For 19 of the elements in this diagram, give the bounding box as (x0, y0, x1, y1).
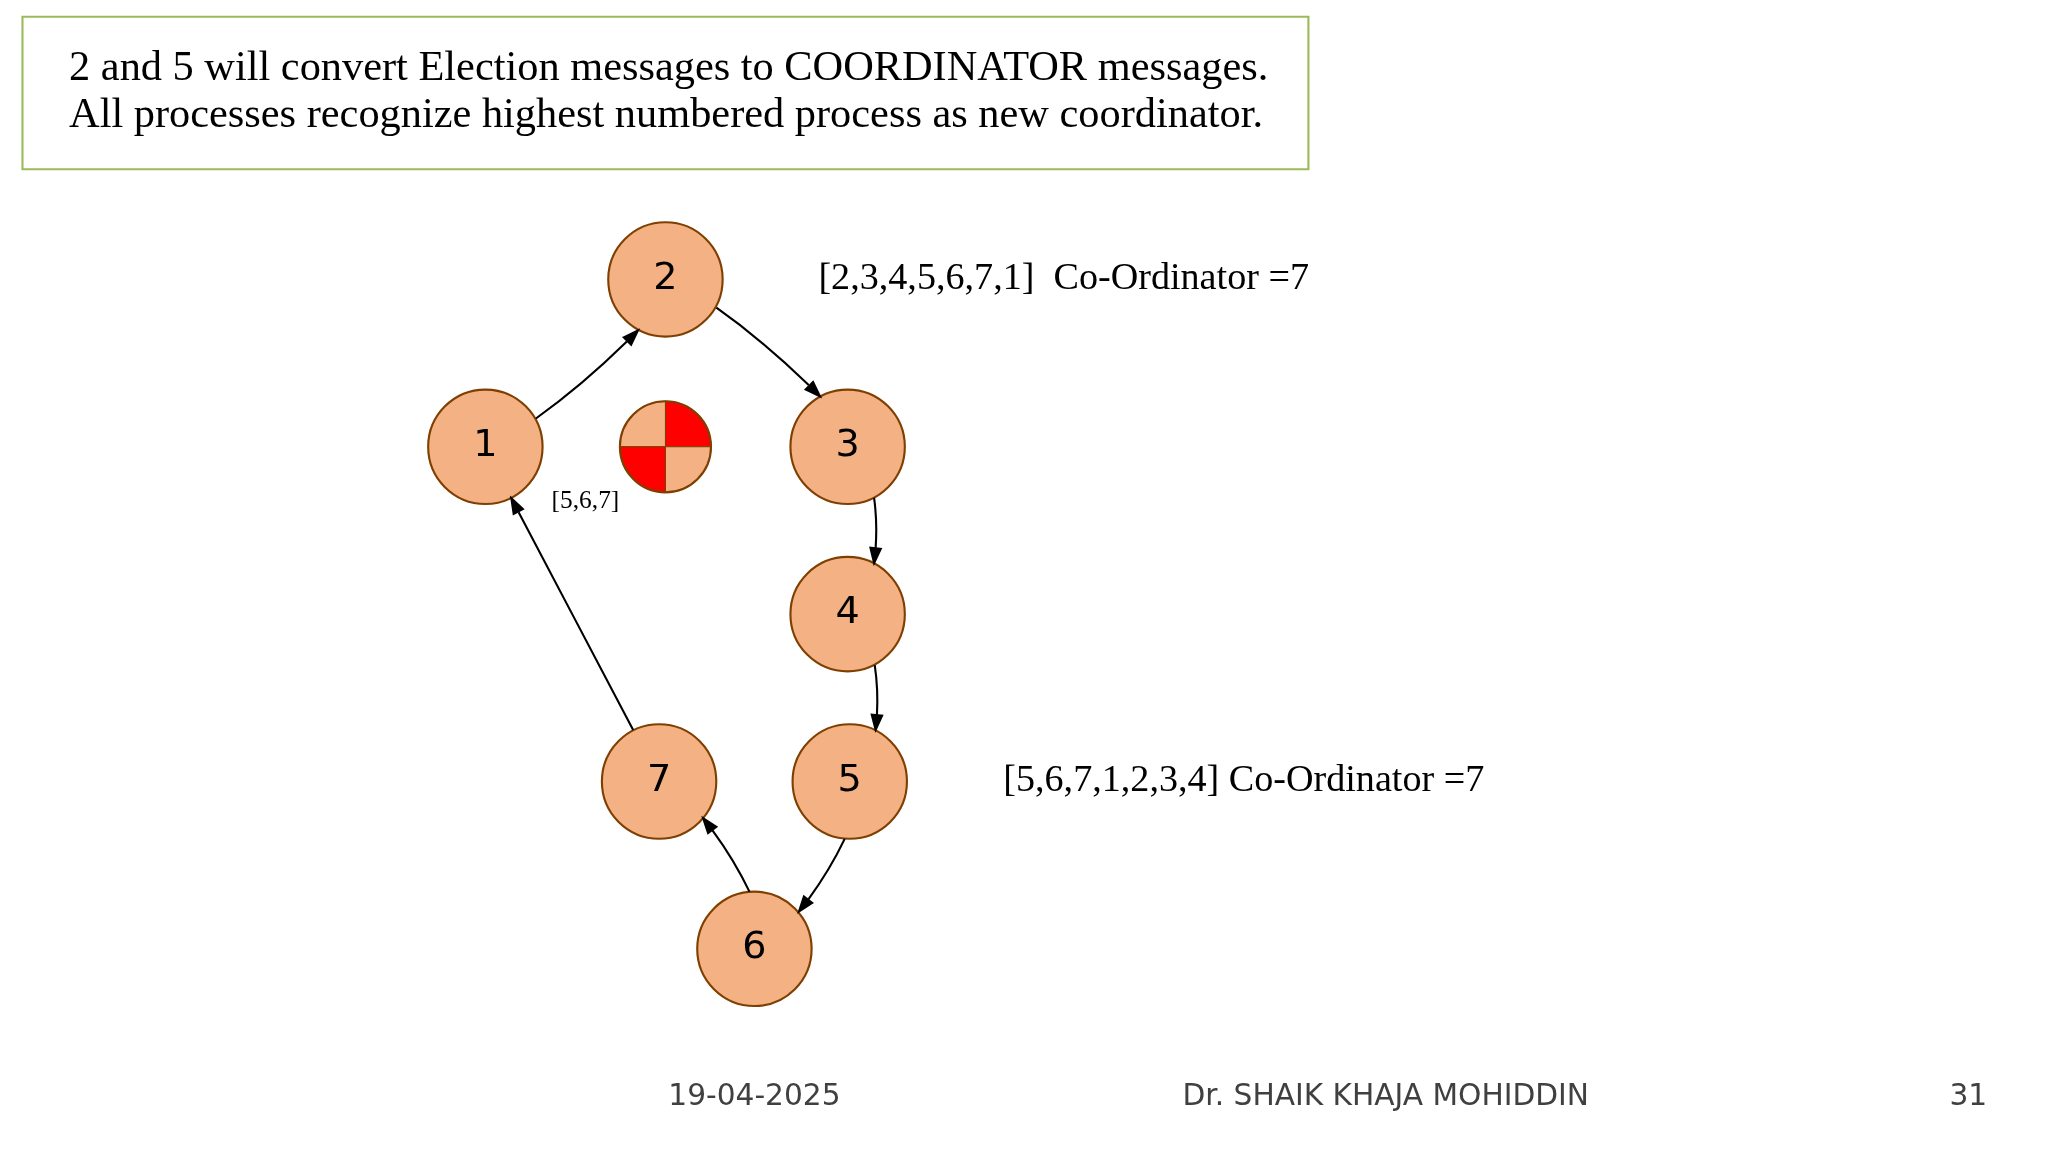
node-circle: 3 (789, 388, 906, 506)
label: Dr. SHAIK KHAJA MOHIDDIN (1182, 1076, 1589, 1112)
arrow (797, 838, 846, 915)
edge-label: [5,6,7] (551, 484, 620, 513)
node-label: [2,3,4,5,6,7,1] Co-Ordinator =7 (818, 254, 1310, 297)
label: 31 (1949, 1076, 1988, 1112)
arrow (535, 328, 641, 420)
node-circle: 4 (789, 555, 906, 673)
node-label: [5,6,7,1,2,3,4] Co-Ordinator =7 (1003, 756, 1485, 799)
arrow (701, 815, 751, 893)
node-box: 2 and 5 will convert Election messages to COORDINATOR messages. All processes recognize highest numbered process as new coordinator. (21, 15, 1310, 171)
label: 19-04-2025 (668, 1076, 841, 1112)
node-circle: 2 (607, 221, 724, 338)
arrow (509, 495, 635, 731)
arrow (869, 497, 883, 567)
arrow (870, 665, 884, 734)
node-circle: 5 (791, 723, 908, 840)
node-circle: 1 (427, 388, 544, 506)
arrow (715, 306, 823, 399)
